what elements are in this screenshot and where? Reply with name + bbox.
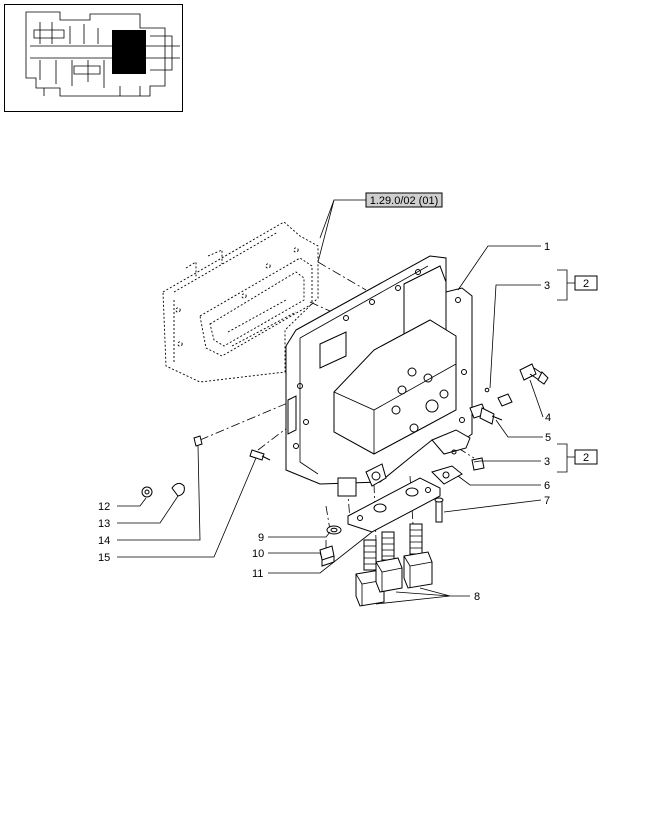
snap-ring [171,482,185,497]
reference-callout: 1.29.0/02 (01) [317,192,443,263]
transmission-housing-dotted [162,221,319,383]
callout-6[interactable]: 6 [544,480,550,492]
callout-numbers: 1 3 4 5 3 6 7 8 9 10 11 12 13 14 15 [98,241,551,603]
callout-9[interactable]: 9 [258,532,264,544]
leader-lines [117,245,544,605]
gasket-and-plate [347,465,463,533]
transmission-section-sketch [25,11,180,97]
dowel-pin [193,435,203,447]
callout-12[interactable]: 12 [98,501,110,513]
plug-lower [451,449,485,471]
callout-4[interactable]: 4 [545,412,551,424]
highlighted-valve-block [112,30,146,74]
callout-3-upper[interactable]: 3 [544,280,550,292]
callout-5[interactable]: 5 [545,432,551,444]
seal-ring [326,525,342,535]
plug-upper [484,387,513,407]
callout-15[interactable]: 15 [98,552,110,564]
group-box-label: 2 [583,278,589,290]
locator-thumbnail [4,4,183,112]
group-box-upper: 2 [557,269,598,301]
thumbnail-frame [4,4,183,112]
reference-label: 1.29.0/02 (01) [370,195,439,207]
gasket [431,465,463,485]
small-parts-right [451,363,549,471]
small-parts-left [141,435,342,567]
small-bolt [249,449,265,461]
callout-14[interactable]: 14 [98,535,110,547]
washer [141,486,153,498]
solenoid-valves [355,523,433,607]
callout-13[interactable]: 13 [98,518,110,530]
solenoid-3 [403,523,433,589]
adapter-plate [347,477,441,533]
bolt [519,363,549,385]
solenoid-2 [375,531,403,593]
callout-10[interactable]: 10 [252,548,264,560]
pressure-sensor [469,403,503,425]
callout-11[interactable]: 11 [252,568,263,580]
callout-3-lower[interactable]: 3 [544,456,550,468]
callout-1[interactable]: 1 [544,241,550,253]
group-box-lower: 2 [557,443,598,473]
group-box-label: 2 [583,452,589,464]
valve-body [285,255,473,497]
callout-7[interactable]: 7 [544,495,550,507]
screw [435,499,443,523]
callout-8[interactable]: 8 [474,591,480,603]
